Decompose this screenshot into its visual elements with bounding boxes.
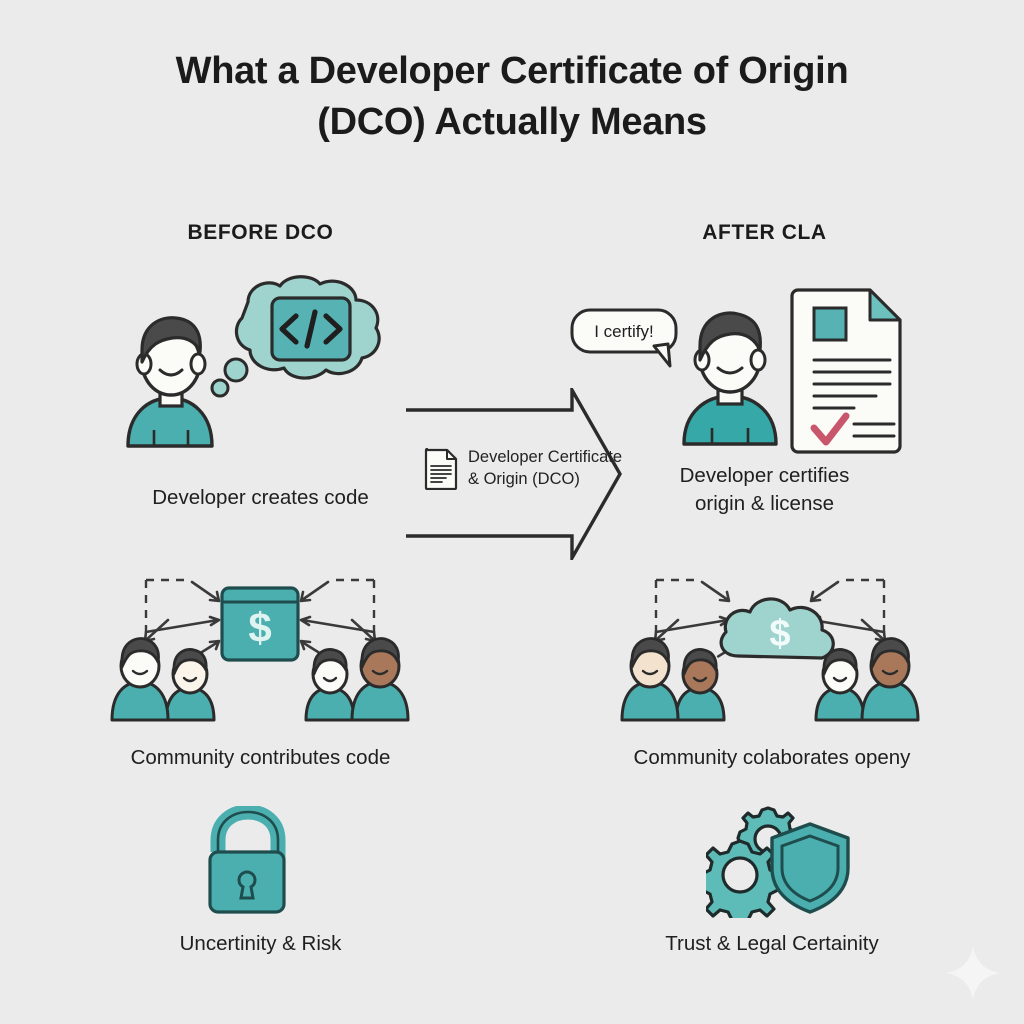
column-header-before: BEFORE DCO: [187, 221, 334, 244]
row1-right-caption-line1: Developer certifies: [679, 464, 850, 487]
dollar-cloud-icon: $: [719, 597, 835, 660]
certificate-document-icon: [790, 288, 902, 454]
dollar-symbol: $: [769, 613, 790, 655]
row3-left-caption: Uncertinity & Risk: [179, 932, 342, 955]
arrow-document-icon: [424, 447, 458, 491]
transition-arrow: [404, 383, 624, 565]
community-collaborates-graphic: $: [620, 578, 920, 722]
developer-creates-code-graphic: [126, 275, 381, 448]
speech-bubble-text: I certify!: [594, 322, 654, 341]
sparkle-icon: [944, 944, 1002, 1002]
row2-left-caption: Community contributes code: [130, 746, 391, 769]
row3-right-caption: Trust & Legal Certainity: [665, 932, 879, 955]
page-title-line2: (DCO) Actually Means: [317, 100, 707, 143]
developer-avatar-icon: [682, 311, 778, 446]
people-group-icon: [620, 637, 726, 722]
people-group-icon: [304, 637, 410, 722]
people-group-icon: [110, 637, 216, 722]
speech-bubble-icon: I certify!: [570, 308, 678, 368]
page-title-line1: What a Developer Certificate of Origin: [175, 50, 849, 92]
people-group-icon: [814, 637, 920, 722]
thought-bubble-code-icon: [210, 275, 381, 398]
dollar-symbol: $: [248, 604, 271, 651]
developer-avatar-icon: [126, 316, 214, 448]
arrow-label-line1: Developer Certificate: [468, 448, 623, 466]
row1-left-illustration: [100, 272, 430, 472]
row1-left-caption: Developer creates code: [152, 486, 369, 509]
row2-right-illustration: $: [610, 570, 930, 730]
row1-right-illustration: I certify!: [566, 272, 916, 472]
arrow-icon: [406, 383, 622, 565]
page-title: What a Developer Certificate of Origin (…: [0, 46, 1024, 147]
arrow-label: Developer Certificate & Origin (DCO): [468, 446, 658, 491]
developer-certifies-graphic: I certify!: [570, 288, 902, 454]
open-padlock-icon: [208, 804, 286, 914]
column-header-after: AFTER CLA: [702, 221, 827, 244]
shield-icon: [770, 822, 850, 914]
red-check-icon: [810, 412, 850, 446]
arrow-label-line2: & Origin (DCO): [468, 470, 580, 489]
row2-right-caption: Community colaborates openy: [633, 746, 911, 769]
row1-right-caption: Developer certifies origin & license: [592, 462, 937, 518]
row1-right-caption-line2: origin & license: [694, 491, 834, 515]
row3-right-illustration: [697, 806, 854, 925]
community-contributes-graphic: $: [110, 578, 410, 722]
gear-icon: [697, 839, 783, 925]
row3-left-illustration: [196, 804, 316, 918]
dollar-box-icon: $: [220, 586, 300, 662]
row2-left-illustration: $: [100, 570, 420, 730]
